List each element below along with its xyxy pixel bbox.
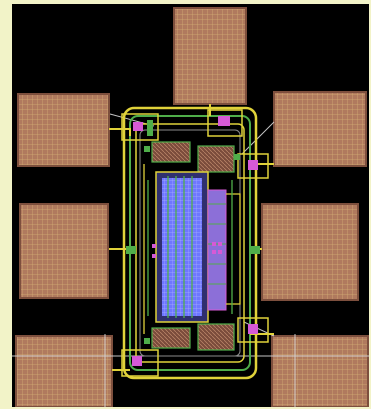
routing-rings	[122, 106, 258, 380]
layout-svg	[12, 7, 369, 407]
bond-pad-top[interactable]	[173, 7, 247, 105]
device-blocks	[144, 141, 240, 351]
bond-pad-upper-right[interactable]	[273, 91, 367, 167]
bond-pad-lower-right[interactable]	[271, 335, 369, 407]
inner-routing	[143, 164, 241, 334]
core-array[interactable]	[155, 171, 227, 323]
bond-pad-middle-right[interactable]	[261, 203, 359, 301]
bond-pad-upper-left[interactable]	[17, 93, 110, 167]
bond-pad-middle-left[interactable]	[19, 203, 109, 299]
layout-canvas[interactable]	[12, 4, 369, 407]
corner-devices	[121, 109, 269, 377]
bond-pad-lower-left[interactable]	[15, 335, 113, 407]
via-columns	[152, 242, 222, 258]
